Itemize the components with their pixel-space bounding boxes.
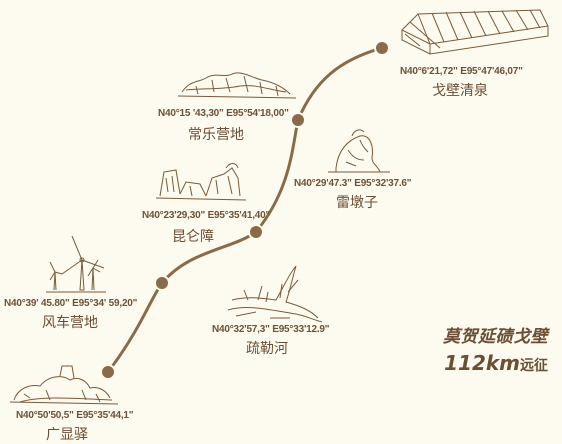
ruins-sketch: [155, 163, 247, 201]
label-shulehe: 疏勒河: [246, 341, 288, 357]
label-fengche-yingdi: 风车营地: [42, 315, 98, 331]
badge-distance: 112km远征: [443, 351, 548, 375]
node-kunlunzhang: [248, 224, 264, 240]
coord-shulehe: N40°32'57,3" E95°33'12.9": [212, 324, 330, 335]
coord-changle-yingdi: N40°15 '43,30" E95°54'18,00": [158, 108, 289, 119]
badge-distance-number: 112: [444, 351, 486, 375]
adobe-ruins-sketch: [9, 365, 119, 405]
wind-turbine-sketch: [46, 235, 106, 293]
coord-gobi-qingquan: N40°6'21,72" E95°47'46,07": [400, 66, 523, 77]
mound-sketch: [328, 129, 390, 173]
badge-title: 莫贺延碛戈壁: [443, 327, 548, 347]
coord-leidunzi: N40°29'47.3" E95°32'37.6": [294, 178, 412, 189]
node-fengche-yingdi: [154, 275, 170, 291]
rock-outcrop-sketch: [177, 72, 297, 99]
label-gobi-qingquan: 戈壁清泉: [432, 83, 488, 99]
node-guangxianyi: [100, 364, 116, 380]
label-leidunzi: 雷墩子: [336, 195, 378, 211]
tamarisk-sketch: [227, 265, 323, 323]
badge-distance-unit: km: [485, 351, 520, 375]
coord-guangxianyi: N40°50'50,5" E95°35'44,1": [16, 410, 134, 421]
coord-fengche-yingdi: N40°39' 45.80" E95°34' 59,20": [4, 298, 138, 309]
label-kunlunzhang: 昆仑障: [172, 229, 214, 245]
expedition-badge: 莫贺延碛戈壁 112km远征: [443, 322, 548, 375]
badge-distance-tail: 远征: [520, 358, 548, 374]
greenhouse-sketch: [401, 9, 549, 55]
label-guangxianyi: 广显驿: [46, 427, 88, 443]
node-gobi-qingquan: [374, 40, 390, 56]
label-changle-yingdi: 常乐营地: [188, 127, 244, 143]
node-changle-yingdi: [290, 112, 306, 128]
coord-kunlunzhang: N40°23'29,30" E95°35'41,40": [142, 210, 271, 221]
